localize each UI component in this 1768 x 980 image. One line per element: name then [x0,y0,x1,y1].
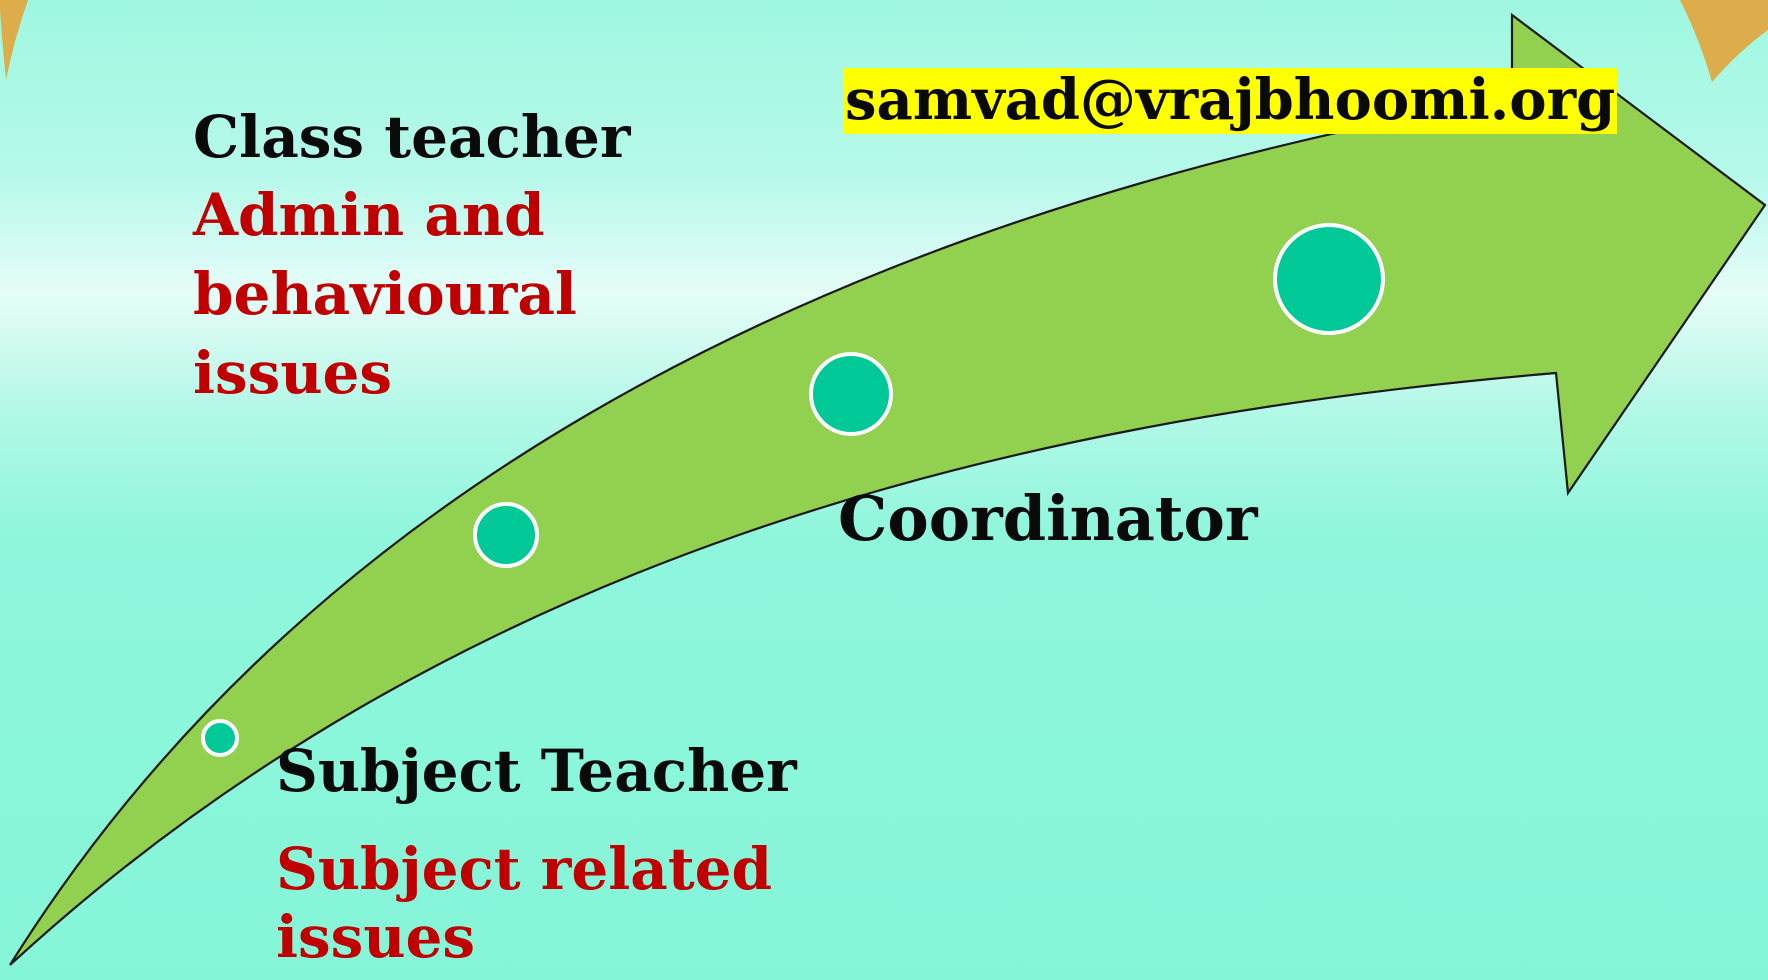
role-subject-teacher: Subject Teacher [276,737,797,805]
milestone-dot-1 [201,719,239,757]
milestone-dot-3 [809,352,893,436]
milestone-dot-4 [1273,223,1385,335]
milestone-dot-2 [473,502,539,568]
role-class-teacher: Class teacher [193,103,631,171]
subject-teacher-description-line-1: Subject related [276,835,773,903]
class-teacher-description-line-1: Admin and [193,181,545,249]
class-teacher-description-line-2: behavioural [193,260,577,328]
role-coordinator: Coordinator [838,482,1258,555]
class-teacher-description-line-3: issues [193,339,393,407]
contact-email[interactable]: samvad@vrajbhoomi.org [843,67,1618,134]
corner-ornament-left-icon [0,0,28,80]
corner-ornament-right-icon [1680,0,1768,82]
subject-teacher-description-line-2: issues [276,903,476,971]
